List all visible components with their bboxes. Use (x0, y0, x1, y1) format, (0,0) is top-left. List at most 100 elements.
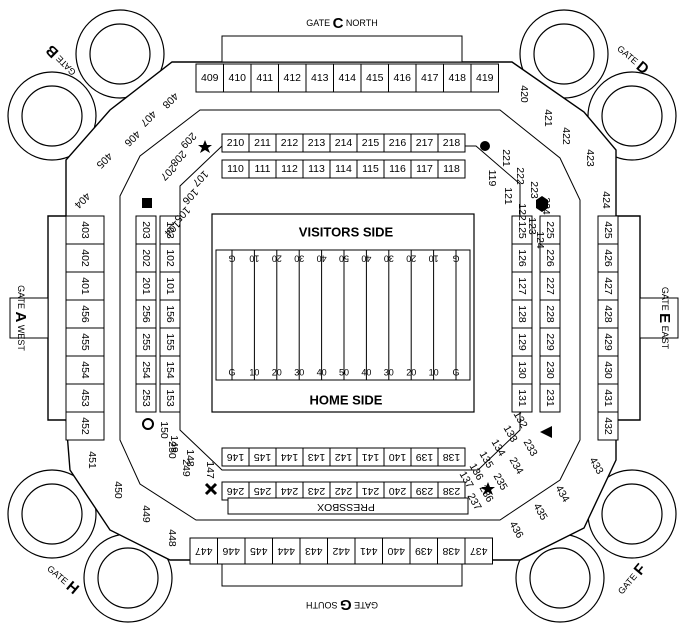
section-148[interactable]: 148 (184, 449, 196, 467)
section-113[interactable]: 113 (302, 159, 331, 179)
section-215[interactable]: 215 (356, 133, 385, 153)
section-144[interactable]: 144 (275, 447, 304, 467)
section-446[interactable]: 446 (217, 537, 246, 565)
section-425[interactable]: 425 (597, 215, 619, 245)
section-413[interactable]: 413 (305, 63, 334, 93)
section-116[interactable]: 116 (383, 159, 412, 179)
section-225[interactable]: 225 (539, 215, 561, 245)
section-444[interactable]: 444 (272, 537, 301, 565)
section-118[interactable]: 118 (437, 159, 466, 179)
section-138[interactable]: 138 (437, 447, 466, 467)
section-126[interactable]: 126 (511, 243, 533, 273)
section-229[interactable]: 229 (539, 327, 561, 357)
section-240[interactable]: 240 (383, 481, 412, 501)
section-115[interactable]: 115 (356, 159, 385, 179)
section-121[interactable]: 121 (502, 187, 514, 205)
section-156[interactable]: 156 (159, 299, 181, 329)
section-450[interactable]: 450 (112, 481, 124, 499)
section-217[interactable]: 217 (410, 133, 439, 153)
section-402[interactable]: 402 (65, 243, 105, 273)
section-218[interactable]: 218 (437, 133, 466, 153)
section-154[interactable]: 154 (159, 355, 181, 385)
section-447[interactable]: 447 (189, 537, 218, 565)
section-139[interactable]: 139 (410, 447, 439, 467)
section-222[interactable]: 222 (514, 167, 526, 185)
section-250[interactable]: 250 (166, 441, 178, 459)
section-227[interactable]: 227 (539, 271, 561, 301)
section-242[interactable]: 242 (329, 481, 358, 501)
section-150[interactable]: 150 (158, 421, 170, 439)
section-146[interactable]: 146 (221, 447, 250, 467)
section-128[interactable]: 128 (511, 299, 533, 329)
section-241[interactable]: 241 (356, 481, 385, 501)
section-403[interactable]: 403 (65, 215, 105, 245)
section-228[interactable]: 228 (539, 299, 561, 329)
section-431[interactable]: 431 (597, 383, 619, 413)
section-442[interactable]: 442 (327, 537, 356, 565)
section-112[interactable]: 112 (275, 159, 304, 179)
section-445[interactable]: 445 (244, 537, 273, 565)
section-424[interactable]: 424 (600, 191, 612, 209)
section-129[interactable]: 129 (511, 327, 533, 357)
section-119[interactable]: 119 (486, 170, 498, 187)
section-245[interactable]: 245 (248, 481, 277, 501)
section-131[interactable]: 131 (511, 383, 533, 413)
section-256[interactable]: 256 (135, 299, 157, 329)
section-149[interactable]: 149 (168, 435, 180, 453)
section-441[interactable]: 441 (354, 537, 383, 565)
section-428[interactable]: 428 (597, 299, 619, 329)
section-238[interactable]: 238 (437, 481, 466, 501)
section-143[interactable]: 143 (302, 447, 331, 467)
section-438[interactable]: 438 (437, 537, 466, 565)
section-412[interactable]: 412 (278, 63, 307, 93)
section-201[interactable]: 201 (135, 271, 157, 301)
section-452[interactable]: 452 (65, 411, 105, 441)
section-216[interactable]: 216 (383, 133, 412, 153)
section-420[interactable]: 420 (518, 85, 530, 103)
section-454[interactable]: 454 (65, 355, 105, 385)
section-254[interactable]: 254 (135, 355, 157, 385)
section-410[interactable]: 410 (223, 63, 252, 93)
section-443[interactable]: 443 (299, 537, 328, 565)
section-249[interactable]: 249 (180, 459, 192, 477)
section-430[interactable]: 430 (597, 355, 619, 385)
section-456[interactable]: 456 (65, 299, 105, 329)
section-140[interactable]: 140 (383, 447, 412, 467)
section-122[interactable]: 122 (516, 203, 528, 221)
section-214[interactable]: 214 (329, 133, 358, 153)
section-243[interactable]: 243 (302, 481, 331, 501)
section-422[interactable]: 422 (560, 127, 572, 145)
section-246[interactable]: 246 (221, 481, 250, 501)
section-427[interactable]: 427 (597, 271, 619, 301)
section-409[interactable]: 409 (195, 63, 224, 93)
section-203[interactable]: 203 (135, 215, 157, 245)
section-432[interactable]: 432 (597, 411, 619, 441)
section-415[interactable]: 415 (360, 63, 389, 93)
section-230[interactable]: 230 (539, 355, 561, 385)
section-437[interactable]: 437 (464, 537, 493, 565)
section-423[interactable]: 423 (584, 149, 596, 167)
section-130[interactable]: 130 (511, 355, 533, 385)
section-418[interactable]: 418 (443, 63, 472, 93)
section-417[interactable]: 417 (415, 63, 444, 93)
section-111[interactable]: 111 (248, 159, 277, 179)
section-451[interactable]: 451 (86, 451, 98, 469)
section-123[interactable]: 123 (526, 217, 538, 235)
section-223[interactable]: 223 (528, 181, 540, 199)
section-125[interactable]: 125 (511, 215, 533, 245)
section-142[interactable]: 142 (329, 447, 358, 467)
section-210[interactable]: 210 (221, 133, 250, 153)
section-440[interactable]: 440 (382, 537, 411, 565)
section-101[interactable]: 101 (159, 271, 181, 301)
section-453[interactable]: 453 (65, 383, 105, 413)
section-153[interactable]: 153 (159, 383, 181, 413)
section-124[interactable]: 124 (534, 231, 546, 249)
section-439[interactable]: 439 (409, 537, 438, 565)
section-211[interactable]: 211 (248, 133, 277, 153)
section-147[interactable]: 147 (204, 461, 216, 479)
section-419[interactable]: 419 (470, 63, 499, 93)
section-429[interactable]: 429 (597, 327, 619, 357)
section-421[interactable]: 421 (542, 109, 554, 127)
section-455[interactable]: 455 (65, 327, 105, 357)
section-110[interactable]: 110 (221, 159, 250, 179)
